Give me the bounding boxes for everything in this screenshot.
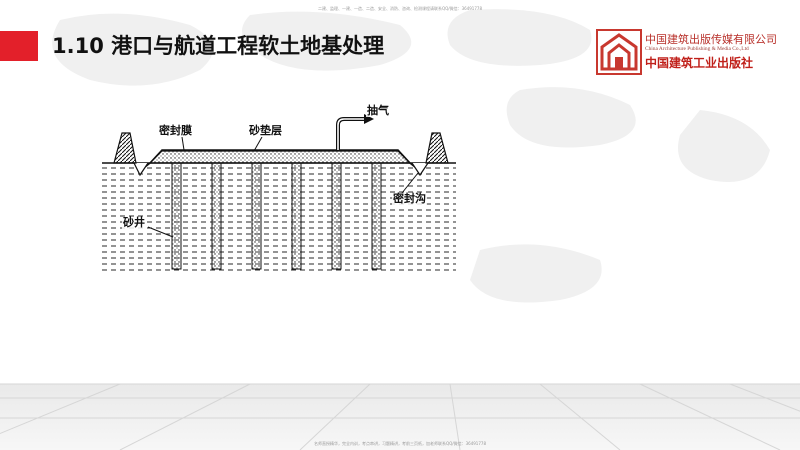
publisher-name-cn: 中国建筑出版传媒有限公司 [645, 33, 777, 46]
sand-well [171, 162, 182, 270]
leader-sand-well [147, 226, 174, 238]
label-pump: 抽气 [366, 104, 390, 117]
publisher-name-en: China Architecture Publishing & Media Co… [645, 46, 749, 52]
leader-seal-trench [401, 172, 419, 194]
sand-well [331, 162, 342, 270]
footer-contact-note: 名师直授精华，完全内训，考点串讲，习题精讲，考前三页纸，加老师联系QQ/微信：3… [313, 441, 486, 446]
leader-sand-cushion [253, 136, 263, 152]
sand-well [371, 162, 382, 270]
vacuum-preloading-diagram: 密封膜 砂垫层 抽气 密封沟 砂井 [102, 105, 456, 271]
publisher-name-cn-alt: 中国建筑工业出版社 [645, 56, 754, 70]
soil-layer [102, 163, 456, 271]
label-membrane: 密封膜 [158, 124, 193, 137]
header-contact-note: 二建、监理、一建、一造、二造、安全、消防、咨询、检测课程请联系QQ/微信：364… [317, 6, 482, 11]
diagram-drawing [102, 114, 456, 271]
publisher-logo-icon [596, 29, 642, 75]
slide-title: 1.10 港口与航道工程软土地基处理 [52, 34, 385, 58]
seal-trench-left [133, 162, 149, 177]
title-accent-bar [0, 31, 38, 61]
sand-well [291, 162, 302, 270]
embankment-left [113, 132, 137, 164]
sand-well [211, 162, 222, 270]
seal-membrane [139, 149, 421, 172]
sand-cushion [148, 150, 412, 164]
embankment-right [425, 132, 449, 164]
label-sand-well: 砂井 [122, 216, 146, 229]
suction-pipe [336, 117, 364, 150]
sand-well [251, 162, 262, 270]
label-seal-trench: 密封沟 [392, 192, 427, 205]
seal-trench-right [411, 162, 429, 177]
sand-wells [171, 162, 382, 270]
leader-membrane [181, 136, 185, 151]
label-sand-cushion: 砂垫层 [248, 124, 283, 137]
